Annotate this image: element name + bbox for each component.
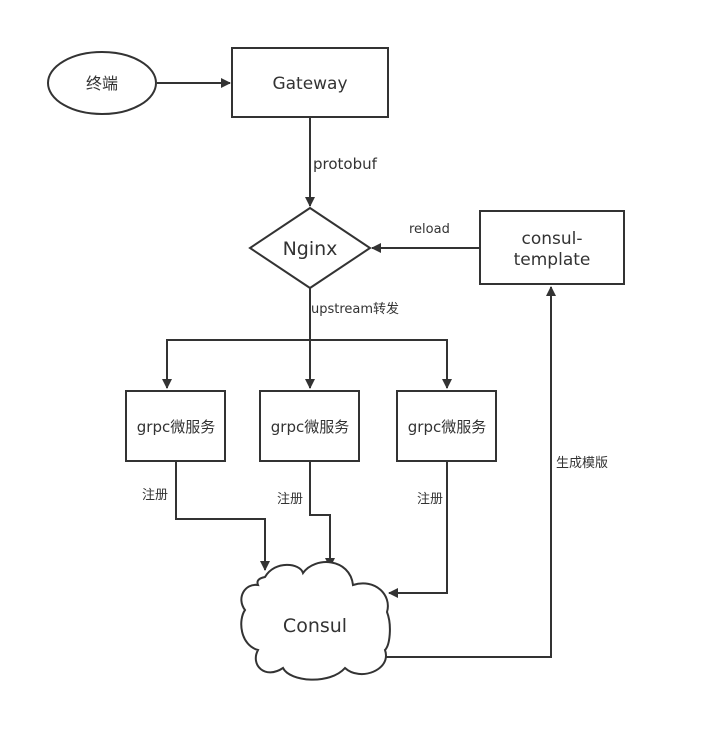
edge-nginx-to-grpc: upstream转发: [162, 288, 452, 389]
node-grpc-service-1-label: grpc微服务: [137, 418, 215, 436]
node-consul-label: Consul: [283, 615, 347, 637]
edge-label-register-2: 注册: [277, 492, 303, 507]
node-consul-template-label-line2: template: [514, 250, 591, 270]
edge-label-register-3: 注册: [417, 492, 443, 507]
node-consul-template[interactable]: consul- template: [479, 210, 625, 285]
node-grpc-service-3-label: grpc微服务: [408, 418, 486, 436]
edge-gateway-to-nginx: protobuf: [305, 118, 378, 207]
edge-consul-to-consul-template: 生成模版: [385, 286, 608, 658]
edge-consul-template-to-nginx: reload: [371, 222, 480, 253]
node-consul[interactable]: Consul: [240, 561, 391, 681]
edge-label-upstream: upstream转发: [311, 301, 399, 317]
node-terminal-label: 终端: [86, 74, 118, 93]
node-grpc-service-3[interactable]: grpc微服务: [396, 390, 497, 462]
edge-grpc3-to-consul: 注册: [388, 461, 448, 598]
node-nginx[interactable]: Nginx: [248, 206, 372, 290]
edge-label-reload: reload: [409, 222, 450, 237]
edge-label-generate-template: 生成模版: [556, 456, 608, 471]
node-gateway[interactable]: Gateway: [231, 47, 389, 118]
edge-label-register-1: 注册: [142, 488, 168, 503]
node-terminal[interactable]: 终端: [47, 51, 157, 115]
node-gateway-label: Gateway: [272, 74, 347, 94]
node-grpc-service-1[interactable]: grpc微服务: [125, 390, 226, 462]
edge-grpc2-to-consul: 注册: [277, 461, 335, 568]
edge-grpc1-to-consul: 注册: [142, 461, 270, 571]
edge-label-protobuf: protobuf: [313, 155, 378, 173]
node-grpc-service-2[interactable]: grpc微服务: [259, 390, 360, 462]
node-nginx-label: Nginx: [283, 238, 338, 260]
node-consul-template-label-line1: consul-: [521, 229, 582, 249]
node-grpc-service-2-label: grpc微服务: [271, 418, 349, 436]
